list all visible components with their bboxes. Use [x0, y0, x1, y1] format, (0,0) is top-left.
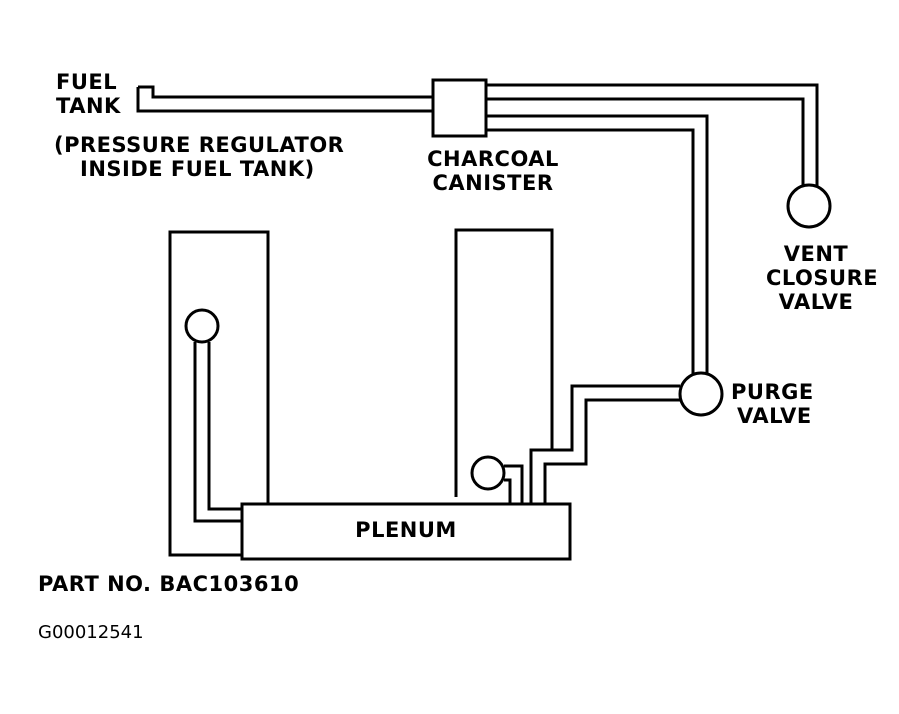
purge-line — [486, 114, 709, 375]
vent-closure-valve-icon — [786, 183, 832, 229]
fuel-tank-label: FUEL TANK — [56, 70, 121, 118]
purge-to-plenum-line — [529, 384, 680, 504]
right-sensor-icon — [470, 455, 506, 491]
plenum-box — [240, 502, 572, 561]
left-sensor-line — [193, 342, 242, 523]
purge-valve-label: PURGE VALVE — [731, 380, 814, 428]
left-runner-outline — [168, 230, 270, 557]
charcoal-canister-label: CHARCOAL CANISTER — [427, 147, 559, 195]
pressure-regulator-label: (PRESSURE REGULATOR INSIDE FUEL TANK) — [54, 133, 345, 181]
figure-id: G00012541 — [38, 622, 144, 643]
charcoal-canister-box — [431, 78, 488, 138]
purge-valve-icon — [678, 371, 724, 417]
plenum-label: PLENUM — [355, 518, 457, 542]
left-sensor-icon — [184, 308, 220, 344]
right-sensor-line — [504, 464, 524, 504]
right-runner-outline — [454, 228, 554, 497]
vent-closure-valve-label: VENT CLOSURE VALVE — [766, 242, 879, 314]
fuel-tank-line — [138, 85, 433, 99]
part-number-label: PART NO. BAC103610 — [38, 572, 300, 596]
vent-line — [486, 83, 819, 187]
